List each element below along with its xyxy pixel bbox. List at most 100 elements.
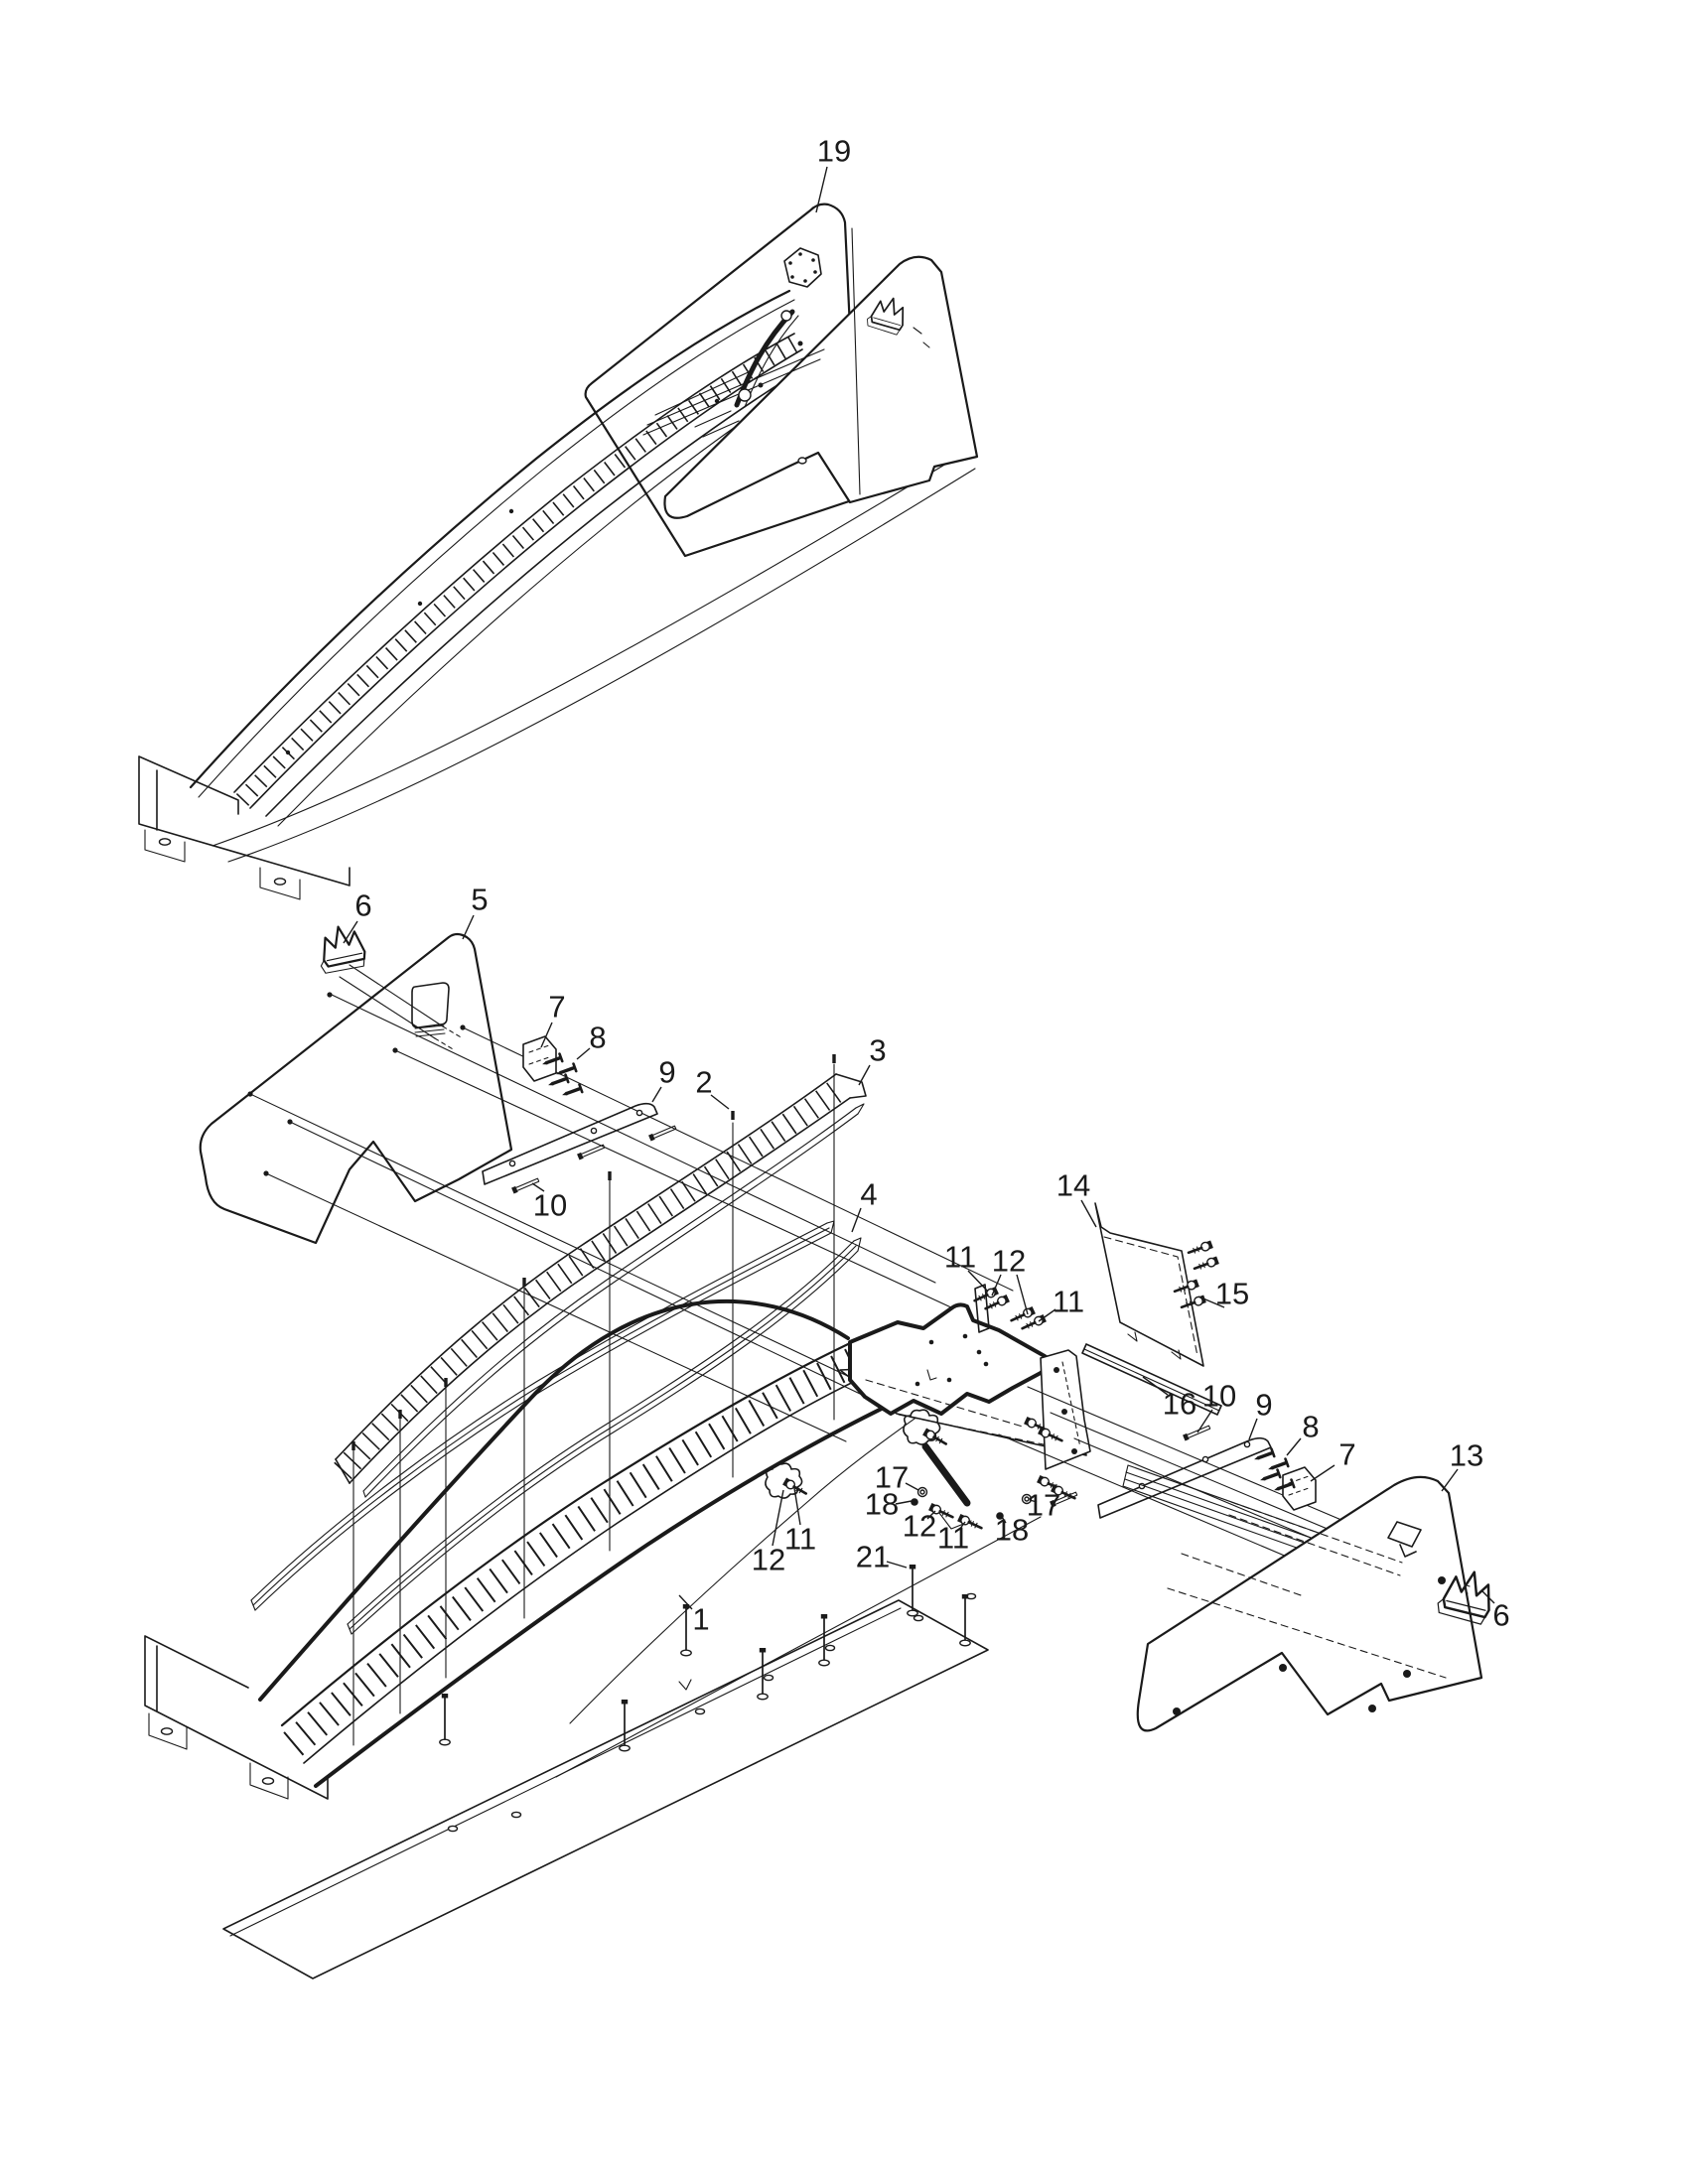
linework <box>158 838 172 846</box>
linework <box>1279 1664 1287 1672</box>
linework <box>962 1333 968 1339</box>
callout-leader-12 <box>772 1489 784 1547</box>
linework <box>254 1232 832 1611</box>
linework <box>349 1097 851 1484</box>
callout-4: 4 <box>860 1177 877 1212</box>
linework <box>347 1240 855 1625</box>
linework <box>349 1245 857 1630</box>
linework <box>832 1054 836 1063</box>
linework <box>280 1328 880 1727</box>
linework <box>914 1381 920 1387</box>
linework <box>398 1410 402 1419</box>
linework <box>783 247 822 288</box>
callout-leader-7 <box>540 1022 553 1048</box>
linework <box>926 1369 937 1381</box>
linework <box>678 1679 692 1691</box>
projection-lines-left <box>249 994 1014 1442</box>
linework <box>447 1825 459 1833</box>
linework <box>1228 1501 1403 1576</box>
linework <box>1071 1448 1077 1454</box>
linework <box>824 1644 836 1652</box>
linework <box>1172 1278 1201 1297</box>
linework <box>312 921 369 976</box>
callout-leader-19 <box>815 166 828 213</box>
callout-leader-17 <box>1029 1499 1038 1503</box>
callout-leader-14 <box>1080 1199 1097 1228</box>
linework <box>635 1109 643 1117</box>
callout-leader-16 <box>1142 1376 1169 1396</box>
linework <box>803 279 807 283</box>
callout-8: 8 <box>1302 1410 1319 1444</box>
linework <box>642 348 825 438</box>
linework <box>249 348 803 809</box>
linework <box>252 1227 830 1606</box>
callout-17: 17 <box>875 1460 909 1495</box>
callout-leader-12 <box>1016 1274 1029 1315</box>
rail-strip-3 <box>362 1103 865 1498</box>
linework <box>911 1498 918 1506</box>
linework <box>1438 1576 1446 1584</box>
callout-7: 7 <box>1338 1437 1355 1472</box>
callout-leader-10 <box>1196 1409 1213 1433</box>
linework <box>545 1072 570 1091</box>
linework <box>694 1707 706 1715</box>
linework <box>1173 1707 1181 1715</box>
callout-13: 13 <box>1450 1438 1483 1473</box>
callout-leader-12 <box>991 1274 1002 1297</box>
linework <box>817 1613 831 1667</box>
linework <box>510 1811 522 1819</box>
support-bar-16 <box>1081 1343 1222 1416</box>
callout-2: 2 <box>695 1065 712 1100</box>
linework <box>1403 1670 1411 1678</box>
callout-leader-15 <box>1197 1296 1225 1308</box>
callout-leader-1 <box>678 1594 693 1610</box>
back-panel-14 <box>1094 1202 1204 1367</box>
linework <box>714 398 720 404</box>
callout-leader-18 <box>1001 1516 1007 1524</box>
linework <box>1083 1348 1220 1412</box>
linework <box>763 1674 774 1682</box>
linework <box>339 964 444 1039</box>
callout-17: 17 <box>1027 1488 1060 1523</box>
linework <box>913 327 930 348</box>
linework <box>259 867 301 900</box>
callout-leader-13 <box>1441 1468 1459 1492</box>
linework <box>1167 1553 1447 1679</box>
callout-leader-11 <box>793 1487 801 1526</box>
linework <box>946 1377 952 1383</box>
linework <box>958 1593 972 1647</box>
linework <box>797 457 807 465</box>
callout-leader-8 <box>576 1047 591 1060</box>
linework <box>1243 1440 1251 1448</box>
linework <box>522 1035 557 1082</box>
linework <box>1192 1255 1221 1275</box>
callout-12: 12 <box>903 1509 936 1544</box>
linework <box>906 1564 919 1617</box>
linework <box>647 1124 677 1143</box>
linework <box>144 1635 329 1800</box>
assembled-exit-base <box>138 755 351 900</box>
linework <box>189 289 791 789</box>
alignment-lines <box>352 1054 836 1746</box>
anchor-bolts-21 <box>438 1564 972 1752</box>
linework <box>569 1403 936 1724</box>
callout-leader-21 <box>886 1561 908 1569</box>
callout-leader-8 <box>1286 1437 1302 1456</box>
linework <box>261 1777 275 1785</box>
linework <box>1019 1312 1049 1334</box>
callout-7: 7 <box>548 990 565 1024</box>
linework <box>160 1727 174 1735</box>
linework <box>976 1349 982 1355</box>
linework <box>417 601 423 607</box>
callout-11: 11 <box>1053 1285 1084 1319</box>
callout-9: 9 <box>1255 1388 1272 1423</box>
callout-5: 5 <box>471 883 488 917</box>
linework <box>1024 1496 1030 1502</box>
linework <box>790 275 794 279</box>
callout-leader-10 <box>531 1182 545 1192</box>
linework <box>352 1441 355 1450</box>
linework <box>327 992 333 998</box>
linework <box>1201 1455 1209 1463</box>
